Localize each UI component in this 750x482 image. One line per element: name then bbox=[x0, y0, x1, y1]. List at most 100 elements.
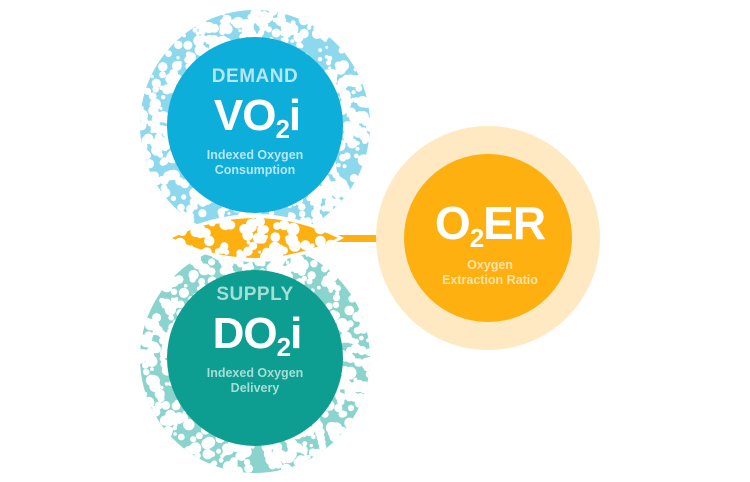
supply-bubble bbox=[244, 464, 254, 473]
demand-heading: DEMAND bbox=[211, 66, 299, 87]
supply-bubble bbox=[172, 425, 178, 431]
supply-bubble bbox=[266, 264, 273, 271]
demand-bubble bbox=[210, 23, 219, 33]
supply-bubble bbox=[223, 257, 234, 269]
demand-bubble bbox=[324, 55, 329, 59]
supply-bubble bbox=[174, 297, 179, 301]
demand-bubble bbox=[280, 10, 284, 15]
supply-bubble bbox=[348, 295, 356, 303]
connector-line bbox=[320, 235, 420, 242]
supply-bubble bbox=[164, 382, 169, 386]
demand-bubble bbox=[159, 71, 166, 79]
supply-bubble bbox=[178, 287, 189, 298]
supply-bubble bbox=[202, 449, 213, 460]
supply-bubble bbox=[349, 392, 359, 402]
demand-bubble bbox=[327, 206, 333, 212]
demand-bubble bbox=[192, 27, 198, 33]
supply-bubble bbox=[190, 436, 197, 443]
demand-bubble bbox=[335, 64, 347, 75]
ratio-description-line1: Oxygen bbox=[467, 258, 513, 272]
supply-bubble bbox=[216, 448, 222, 454]
supply-bubble bbox=[189, 255, 200, 266]
demand-bubble bbox=[160, 184, 168, 192]
demand-bubble bbox=[182, 33, 187, 38]
overlap-bubble bbox=[220, 242, 229, 251]
demand-bubble bbox=[148, 171, 157, 180]
demand-bubble bbox=[158, 175, 166, 183]
demand-bubble bbox=[361, 138, 368, 145]
supply-bubble bbox=[161, 298, 172, 310]
supply-bubble bbox=[179, 413, 189, 422]
supply-bubble bbox=[360, 395, 366, 401]
supply-bubble bbox=[154, 401, 163, 410]
supply-bubble bbox=[338, 410, 347, 418]
demand-bubble bbox=[186, 204, 195, 213]
supply-bubble bbox=[168, 314, 175, 321]
demand-bubble bbox=[352, 177, 358, 183]
demand-bubble bbox=[183, 40, 193, 50]
supply-bubble bbox=[177, 433, 185, 441]
demand-bubble bbox=[366, 123, 370, 132]
supply-bubble bbox=[350, 371, 357, 378]
supply-bubble bbox=[293, 458, 302, 467]
demand-bubble bbox=[355, 85, 363, 92]
demand-bubble bbox=[338, 47, 345, 54]
supply-bubble bbox=[303, 429, 310, 436]
demand-bubble bbox=[198, 209, 207, 218]
supply-bubble bbox=[320, 446, 325, 451]
demand-bubble bbox=[312, 208, 319, 216]
supply-bubble bbox=[189, 444, 196, 451]
ratio-description: Oxygen Extraction Ratio bbox=[442, 258, 538, 288]
demand-bubble bbox=[140, 149, 150, 158]
ratio-core-circle bbox=[404, 154, 572, 322]
supply-bubble bbox=[365, 348, 370, 357]
supply-bubble bbox=[358, 335, 364, 341]
supply-bubble bbox=[183, 283, 188, 288]
demand-bubble bbox=[174, 40, 183, 50]
demand-bubble bbox=[148, 92, 157, 101]
demand-bubble bbox=[154, 127, 161, 134]
demand-bubble bbox=[150, 75, 154, 79]
supply-bubble bbox=[148, 357, 152, 361]
supply-bubble bbox=[309, 443, 313, 448]
supply-bubble bbox=[221, 268, 227, 274]
supply-bubble bbox=[330, 431, 336, 437]
overlap-bubble bbox=[278, 219, 290, 231]
supply-bubble bbox=[238, 261, 243, 265]
supply-bubble bbox=[142, 396, 155, 409]
supply-bubble bbox=[329, 273, 338, 282]
supply-symbol-sub: 2 bbox=[276, 332, 292, 362]
demand-bubble bbox=[352, 111, 356, 115]
overlap-bubble bbox=[204, 235, 215, 247]
demand-bubble bbox=[311, 28, 323, 39]
supply-core-circle bbox=[167, 270, 343, 446]
demand-bubble bbox=[363, 102, 367, 106]
overlap-bubble bbox=[193, 225, 207, 238]
demand-bubble bbox=[197, 196, 204, 203]
demand-bubble bbox=[193, 35, 205, 47]
demand-bubble bbox=[184, 211, 194, 221]
supply-bubble bbox=[152, 405, 156, 409]
supply-bubble bbox=[239, 445, 252, 458]
supply-bubble bbox=[163, 286, 169, 292]
overlap-bubble bbox=[249, 241, 258, 250]
supply-bubble bbox=[301, 275, 307, 282]
supply-bubble bbox=[263, 449, 273, 459]
ratio-symbol-sub: 2 bbox=[469, 223, 485, 253]
demand-bubble bbox=[325, 45, 329, 49]
supply-bubble bbox=[306, 278, 313, 285]
demand-bubble bbox=[186, 52, 197, 63]
demand-bubble bbox=[209, 35, 220, 46]
demand-bubble bbox=[339, 103, 348, 112]
overlap-bubble bbox=[226, 220, 236, 230]
supply-bubble bbox=[337, 398, 345, 406]
overlap-bubble bbox=[269, 241, 281, 254]
overlap-bubble bbox=[249, 218, 257, 226]
supply-bubble bbox=[222, 443, 232, 453]
supply-bubble bbox=[354, 360, 361, 367]
supply-bubble bbox=[309, 427, 315, 433]
supply-bubble bbox=[286, 439, 298, 451]
demand-bubble bbox=[143, 133, 154, 144]
demand-bubble bbox=[198, 28, 206, 35]
